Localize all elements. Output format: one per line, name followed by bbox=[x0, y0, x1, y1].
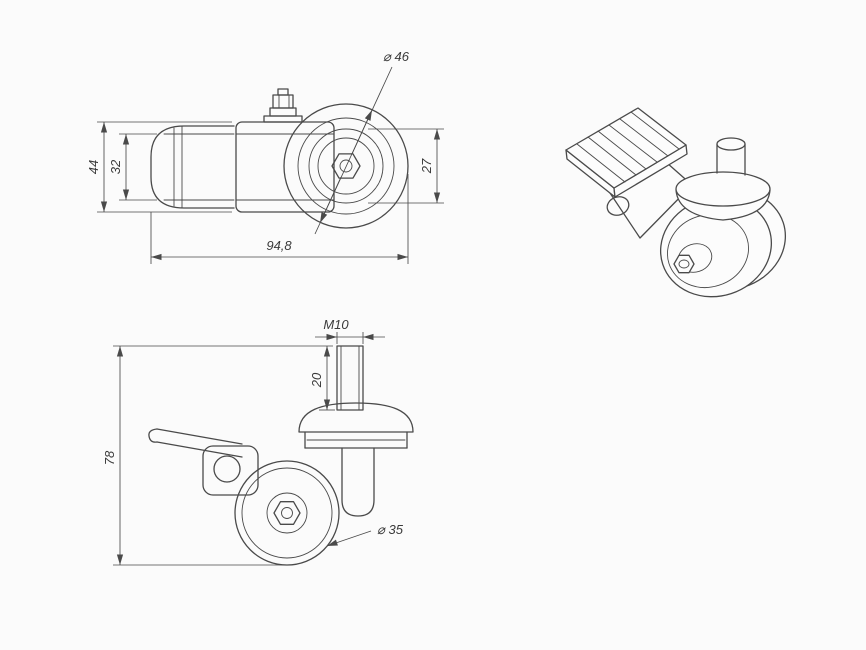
washer bbox=[263, 115, 303, 123]
wheel-hub-inner-circle bbox=[317, 137, 375, 195]
wheel-tread-circle bbox=[241, 467, 333, 559]
wheel-hub-circle bbox=[308, 128, 384, 204]
iso-pedal-plate bbox=[565, 107, 687, 189]
threaded-stem bbox=[336, 345, 364, 411]
pedal-ridge-line bbox=[619, 118, 669, 157]
wheel-tread-circle bbox=[297, 117, 395, 215]
fork-plate bbox=[235, 121, 335, 213]
pedal-ridge-line bbox=[576, 143, 626, 183]
iso-dome-top-ellipse bbox=[675, 171, 771, 207]
wheel-washer-circle bbox=[266, 492, 308, 534]
dimension-wheel-diameter-46: ⌀ 46 bbox=[314, 49, 410, 235]
pedal-ridge-line bbox=[597, 130, 647, 170]
dimension-44: 44 bbox=[86, 121, 232, 213]
dimension-label-m10: M10 bbox=[323, 317, 349, 332]
leader-arrow-segment bbox=[319, 176, 342, 224]
dimension-label-78: 78 bbox=[102, 450, 117, 465]
bolt-head bbox=[272, 94, 294, 109]
brake-pivot-hole bbox=[213, 455, 241, 483]
iso-wheel-rim-ellipse bbox=[667, 214, 749, 288]
wheel-outer-circle bbox=[283, 103, 409, 229]
dome-cover bbox=[298, 402, 414, 433]
brake-pedal-tip bbox=[148, 428, 158, 443]
iso-axle-nut-face bbox=[678, 259, 690, 269]
dimension-27: 27 bbox=[368, 128, 444, 204]
axle-center-circle bbox=[281, 507, 293, 519]
brake-pedal-top-line bbox=[156, 428, 243, 445]
wheel-outer-circle bbox=[234, 460, 340, 566]
brake-pedal-bottom-line bbox=[156, 441, 243, 458]
pedal-ridge-line bbox=[630, 111, 680, 150]
iso-stem-top-ellipse bbox=[716, 137, 746, 151]
bolt-tip bbox=[277, 88, 289, 96]
axle-center-circle bbox=[339, 159, 353, 173]
front-view: M10 20 78 ⌀ 35 bbox=[102, 317, 414, 566]
pedal-ridge-line bbox=[608, 124, 658, 163]
axle-nut-hexagon bbox=[273, 501, 301, 525]
leader-line bbox=[326, 530, 372, 547]
axle-nut-hexagon bbox=[331, 153, 361, 179]
fork-leg bbox=[341, 447, 375, 517]
leader-arrow-segment bbox=[351, 109, 373, 155]
dimension-20: 20 bbox=[309, 346, 335, 411]
bolt-neck bbox=[269, 107, 297, 117]
dimension-78: 78 bbox=[102, 345, 333, 566]
dimension-label-44: 44 bbox=[86, 160, 101, 174]
dimension-label-diameter-35: ⌀ 35 bbox=[377, 522, 404, 537]
dimension-m10: M10 bbox=[315, 317, 385, 344]
dimension-label-27: 27 bbox=[419, 158, 434, 174]
iso-axle-nut-hexagon bbox=[673, 254, 695, 274]
dimension-label-32: 32 bbox=[108, 159, 123, 174]
dimension-label-20: 20 bbox=[309, 372, 324, 388]
brake-pedal-outline bbox=[150, 125, 235, 209]
dimension-94-8: 94,8 bbox=[150, 174, 409, 264]
side-view: 44 32 27 94,8 ⌀ 46 bbox=[86, 49, 444, 264]
dimension-wheel-width-35: ⌀ 35 bbox=[326, 522, 404, 547]
dimension-label-diameter-46: ⌀ 46 bbox=[383, 49, 410, 64]
dimension-label-94-8: 94,8 bbox=[266, 238, 292, 253]
pedal-ridge-line bbox=[587, 136, 637, 176]
dimension-32: 32 bbox=[108, 133, 157, 201]
isometric-view bbox=[565, 107, 787, 298]
